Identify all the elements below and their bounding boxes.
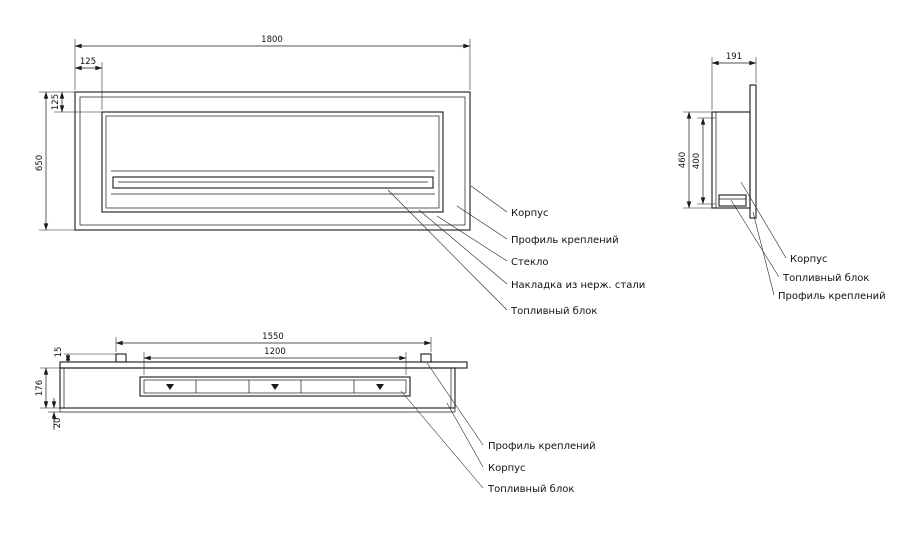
- side-view-geometry: [711, 84, 757, 219]
- dim-inset-vertical: 125: [51, 94, 61, 110]
- bottom-view-callouts: Профиль креплений Корпус Топливный блок: [400, 362, 596, 495]
- front-view: 1800 125 125 650 Корпус Профиль креплени…: [35, 35, 645, 317]
- label-body: Корпус: [488, 463, 526, 474]
- leader-line: [456, 205, 508, 240]
- side-mounting-plate: [749, 84, 757, 219]
- label-trim: Накладка из нерж. стали: [511, 280, 645, 291]
- front-fuel-block: [112, 176, 434, 189]
- label-body: Корпус: [790, 254, 828, 265]
- dim-height: 650: [35, 155, 45, 171]
- burner-mark: [271, 384, 279, 390]
- dim-length-fuel: 1200: [264, 347, 286, 357]
- leader-line: [470, 185, 508, 213]
- bottom-view-geometry: [59, 353, 468, 413]
- bottom-mounting-profile-left: [115, 353, 127, 363]
- burner-mark: [376, 384, 384, 390]
- dim-depth: 176: [35, 380, 45, 396]
- bottom-fuel-block-outer: [139, 376, 411, 397]
- leader-line: [436, 215, 508, 262]
- dim-height-outer: 460: [678, 152, 688, 168]
- label-body: Корпус: [511, 208, 549, 219]
- front-body-inner: [79, 96, 466, 226]
- side-view: 191 460 400 Корпус Топливный блок Профил…: [678, 52, 886, 302]
- label-mounting-profile: Профиль креплений: [488, 441, 596, 452]
- bottom-fuel-block-inner: [143, 379, 407, 394]
- bottom-view: 1550 1200 15 176 20 Профиль креплений Ко…: [35, 332, 596, 495]
- side-body: [711, 111, 751, 209]
- front-body-outer: [74, 91, 471, 231]
- dim-inset-horizontal: 125: [80, 57, 96, 67]
- label-glass: Стекло: [511, 257, 549, 268]
- bottom-body: [59, 367, 456, 409]
- dim-lip: 20: [53, 418, 63, 429]
- dim-height-inner: 400: [692, 153, 702, 169]
- label-mounting-profile: Профиль креплений: [778, 291, 886, 302]
- leader-line: [400, 390, 484, 489]
- dim-profile-height: 15: [54, 347, 64, 358]
- front-view-dimensions: 1800 125 125 650: [35, 35, 471, 231]
- dim-length-outer: 1550: [262, 332, 284, 342]
- front-trim-outer: [101, 111, 444, 213]
- burner-mark: [166, 384, 174, 390]
- front-glass-edge: [105, 115, 440, 209]
- label-fuel-block: Топливный блок: [782, 273, 869, 284]
- dim-width: 1800: [261, 35, 283, 45]
- dim-depth: 191: [726, 52, 742, 62]
- front-view-callouts: Корпус Профиль креплений Стекло Накладка…: [387, 185, 645, 317]
- front-view-geometry: [74, 91, 471, 231]
- bottom-view-dimensions: 1550 1200 15 176 20: [35, 332, 432, 430]
- leader-line: [752, 211, 775, 296]
- leader-line: [740, 181, 787, 259]
- side-view-callouts: Корпус Топливный блок Профиль креплений: [730, 181, 886, 302]
- label-mounting-profile: Профиль креплений: [511, 235, 619, 246]
- leader-line: [387, 189, 508, 311]
- label-fuel-block: Топливный блок: [487, 484, 574, 495]
- leader-line: [446, 402, 484, 468]
- leader-line: [730, 199, 780, 278]
- side-view-dimensions: 191 460 400: [678, 52, 757, 209]
- leader-line: [418, 209, 508, 285]
- bottom-mounting-profile-right: [420, 353, 432, 363]
- label-fuel-block: Топливный блок: [510, 306, 597, 317]
- side-fuel-block: [718, 194, 747, 207]
- leader-line: [426, 362, 484, 446]
